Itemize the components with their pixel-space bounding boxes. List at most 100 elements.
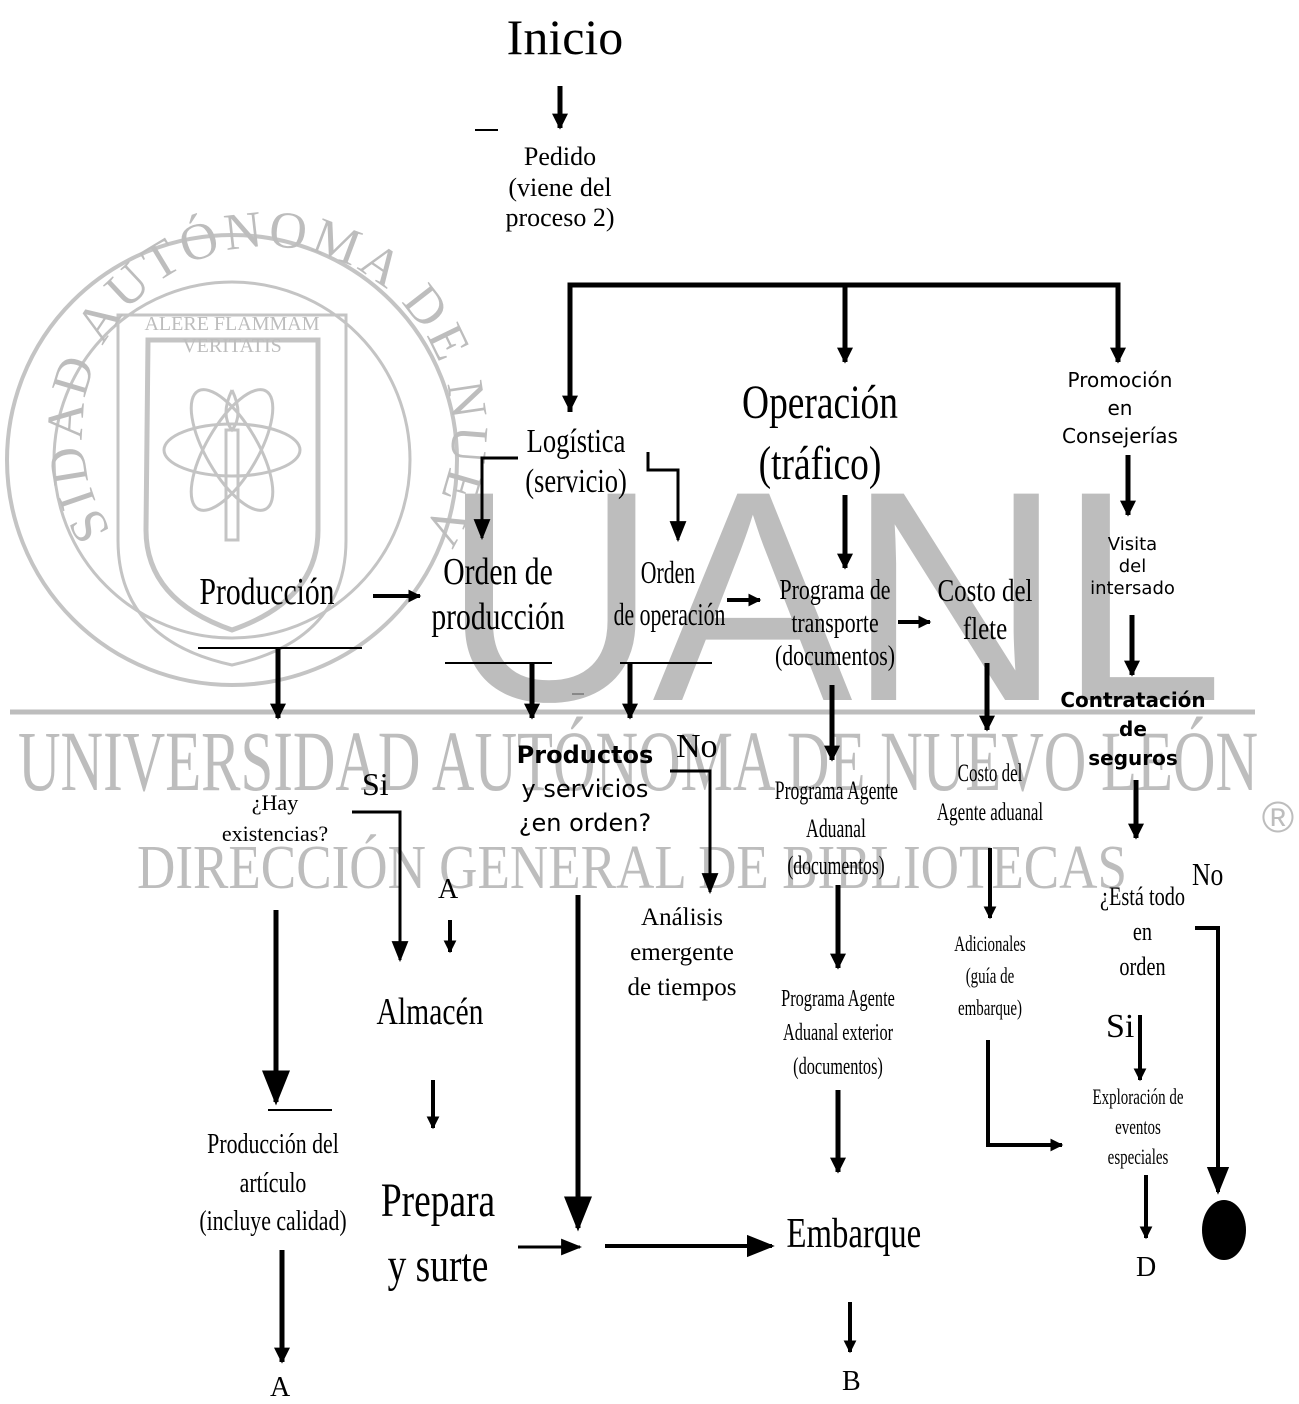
node-costo-flete: Costo del flete [930, 572, 1039, 648]
node-hay-existencias: ¿Hay existencias? [195, 788, 355, 850]
node-prepara: Prepara y surte [376, 1168, 501, 1299]
node-visita: Visita del intersado [1060, 534, 1205, 600]
programa-transporte-line1: Programa de [779, 575, 891, 606]
watermark-direction-text: DIRECCIÓN GENERAL DE BIBLIOTECAS [137, 834, 1127, 902]
esta-todo-line2: en [1132, 916, 1153, 946]
contratacion-line3: seguros [1088, 746, 1178, 770]
label-no-esta-todo: No [1192, 856, 1224, 892]
promocion-line3: Consejerías [1062, 424, 1178, 448]
node-programa-exterior: Programa Agente Aduanal exterior (docume… [770, 982, 906, 1084]
watermark-registered-mark: ® [1262, 793, 1294, 842]
arrow-si-almacen [352, 810, 409, 963]
logistica-line1: Logística [526, 423, 626, 460]
node-orden-produccion: Orden de producción [428, 550, 568, 640]
connector-d: D [1136, 1252, 1157, 1283]
programa-transporte-line3: (documentos) [774, 641, 896, 673]
produccion-articulo-line1: Producción del [207, 1129, 339, 1160]
exploracion-line3: especiales [1107, 1143, 1169, 1169]
node-embarque: Embarque [786, 1210, 922, 1260]
esta-todo-line3: orden [1119, 951, 1166, 981]
analisis-line1: Análisis [641, 904, 723, 931]
orden-operacion-line2: de operación [613, 595, 726, 632]
operacion-line1: Operación [742, 376, 898, 429]
node-promocion: Promoción en Consejerías [1040, 366, 1200, 450]
arrow-logistica-orden-produccion [473, 456, 518, 541]
hay-existencias-line2: existencias? [221, 820, 329, 846]
pedido-line2: (viene del [508, 172, 612, 202]
seal-inner-ring [52, 280, 412, 640]
pedido-line1: Pedido [523, 142, 597, 171]
visita-line1: Visita [1107, 534, 1158, 555]
connector-a-bottom: A [270, 1372, 291, 1403]
atom-orbit-icon [162, 422, 302, 478]
line-no-fin [1195, 926, 1220, 1190]
esta-todo-line1: ¿Está todo [1099, 882, 1186, 911]
costo-flete-line2: flete [962, 609, 1008, 646]
node-inicio: Inicio [470, 8, 660, 67]
watermark-university-text: UNIVERSIDAD AUTÓNOMA DE NUEVO LEÓN [18, 713, 1258, 809]
operacion-line2: (tráfico) [758, 437, 882, 491]
connector-a-top: A [438, 874, 459, 905]
orden-operacion-line1: Orden [640, 554, 696, 590]
node-programa-agente: Programa Agente Aduanal (documentos) [774, 772, 899, 885]
visita-line3: intersado [1090, 577, 1175, 599]
prepara-line1: Prepara [380, 1174, 496, 1227]
promocion-line2: en [1107, 396, 1133, 420]
contratacion-line1: Contratación [1060, 688, 1206, 712]
torch-icon [224, 428, 240, 542]
orden-produccion-line1: Orden de [443, 551, 553, 593]
produccion-articulo-line2: artículo [239, 1167, 307, 1199]
analisis-line3: de tiempos [627, 974, 737, 1001]
node-produccion-articulo: Producción del artículo (incluye calidad… [199, 1126, 347, 1242]
prepara-line2: y surte [387, 1239, 489, 1293]
programa-agente-line1: Programa Agente [774, 776, 899, 805]
adicionales-line3: embarque) [958, 994, 1022, 1020]
pedido-line3: proceso 2) [505, 203, 615, 233]
hay-existencias-line1: ¿Hay [251, 790, 299, 815]
exploracion-line2: eventos [1115, 1113, 1161, 1139]
seal-shield-icon [143, 337, 321, 633]
seal-shield-outline-icon [116, 313, 348, 667]
adicionales-line2: (guía de [965, 962, 1015, 988]
analisis-line2: emergente [630, 939, 734, 966]
adicionales-line1: Adicionales [954, 931, 1026, 956]
costo-flete-line1: Costo del [937, 572, 1033, 608]
programa-transporte-line2: transporte [791, 608, 879, 640]
node-logistica: Logística (servicio) [498, 422, 654, 502]
node-costo-agente: Costo del Agente aduanal [936, 755, 1045, 833]
label-si-existencias: Si [362, 766, 389, 802]
produccion-label: Producción [199, 571, 335, 613]
label-si-esta-todo: Si [1106, 1008, 1135, 1045]
connector-b: B [842, 1366, 861, 1397]
embarque-label: Embarque [786, 1211, 922, 1257]
visita-line2: del [1118, 555, 1147, 577]
exploracion-line1: Exploración de [1092, 1084, 1184, 1109]
node-produccion: Producción [189, 570, 345, 615]
promocion-line1: Promoción [1067, 368, 1173, 392]
productos-orden-line2: y servicios [521, 775, 649, 804]
node-pedido: Pedido (viene del proceso 2) [470, 142, 650, 234]
node-productos-orden: Productos y servicios ¿en orden? [500, 738, 670, 840]
productos-orden-line3: ¿en orden? [518, 809, 652, 838]
produccion-articulo-line3: (incluye calidad) [199, 1206, 347, 1238]
programa-exterior-line3: (documentos) [793, 1054, 883, 1081]
node-orden-operacion: Orden de operación [613, 552, 726, 635]
orden-produccion-line2: producción [431, 595, 565, 638]
arrow-no-analisis [670, 769, 719, 895]
costo-agente-line2: Agente aduanal [936, 798, 1044, 826]
programa-exterior-line2: Aduanal exterior [782, 1020, 894, 1047]
node-almacen: Almacén [375, 990, 484, 1035]
programa-agente-line2: Aduanal [806, 813, 866, 843]
logistica-line2: (servicio) [525, 463, 627, 501]
programa-exterior-line1: Programa Agente [781, 986, 895, 1012]
node-contratacion: Contratación de seguros [1058, 686, 1208, 773]
arrow-adicionales-exploracion [986, 1040, 1064, 1152]
watermark-motto-line2: VERITATIS [182, 335, 282, 357]
node-adicionales: Adicionales (guía de embarque) [942, 928, 1037, 1024]
contratacion-line2: de [1119, 717, 1147, 741]
arrow-logistica-orden-operacion [646, 452, 687, 543]
node-esta-todo: ¿Está todo en orden [1094, 880, 1192, 984]
node-analisis: Análisis emergente de tiempos [612, 900, 752, 1005]
